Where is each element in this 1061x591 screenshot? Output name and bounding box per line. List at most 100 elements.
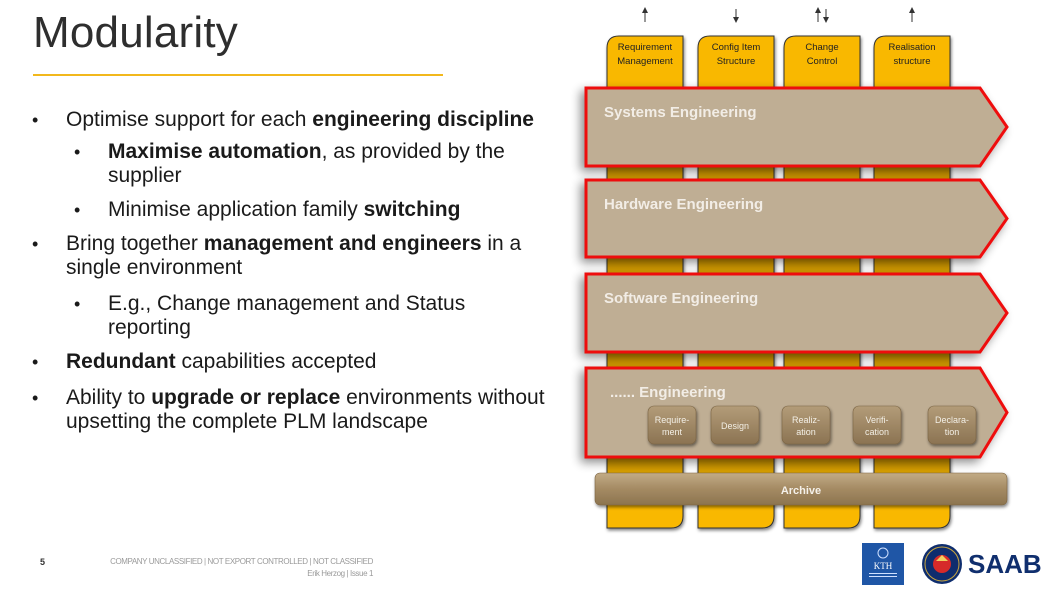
band-1: Systems Engineering — [584, 86, 1009, 168]
bullet-text: , as provided by the supplier — [108, 140, 505, 187]
band-label: ...... Engineering — [610, 384, 726, 401]
column-gap — [784, 457, 860, 473]
column-gap — [784, 257, 860, 274]
bullet-bold-text: Maximise automation — [108, 140, 322, 163]
band-3: Software Engineering — [584, 272, 1009, 354]
saab-wordmark: SAAB — [968, 549, 1042, 579]
column-label-line2: Management — [617, 56, 673, 67]
process-steps: Require-ment Design Realiz-ation Verifi-cat… — [647, 405, 977, 445]
bullet-dot: • — [74, 294, 81, 314]
archive-bar: Archive — [594, 472, 1008, 506]
bullet-text: Bring together — [66, 232, 204, 255]
column-gap — [874, 166, 950, 180]
step-label: Design — [721, 421, 749, 431]
bullet-list: • Optimise support for each engineering d… — [28, 108, 553, 446]
step-label-line1: Declara- — [935, 415, 969, 425]
bullet-item: • Bring together management and engineers… — [28, 232, 553, 280]
footer-author: Erik Herzog | Issue 1 — [307, 569, 373, 578]
step-1: Require-ment — [647, 405, 697, 445]
sub-bullet-item: • Maximise automation, as provided by the… — [28, 140, 553, 188]
bullet-dot: • — [74, 200, 81, 220]
bullet-text: Optimise support for each — [66, 108, 313, 131]
bullet-item: • Redundant capabilities accepted — [28, 350, 553, 374]
column-label-line1: Change — [805, 42, 838, 53]
bullet-item: • Optimise support for each engineering d… — [28, 108, 553, 132]
step-3: Realiz-ation — [781, 405, 831, 445]
logos: KTH SAAB — [862, 543, 1042, 585]
step-label-line1: Realiz- — [792, 415, 820, 425]
column-gap — [784, 166, 860, 180]
step-5: Declara-tion — [927, 405, 977, 445]
step-box — [710, 405, 760, 445]
bullet-bold-text: management and engineers — [203, 232, 482, 255]
step-box — [781, 405, 831, 445]
column-gap — [698, 457, 774, 473]
bullet-dot: • — [32, 110, 39, 130]
band-label: Systems Engineering — [604, 104, 757, 121]
column-gap — [607, 257, 683, 274]
title-underline — [33, 74, 443, 76]
bullet-text: Ability to — [66, 386, 152, 409]
sub-bullet-item: • E.g., Change management and Status repo… — [28, 292, 553, 340]
column-label-line2: Control — [807, 56, 838, 67]
band-label: Software Engineering — [604, 290, 758, 307]
bullet-bold-text: engineering discipline — [312, 108, 534, 131]
step-box — [852, 405, 902, 445]
column-gap — [698, 166, 774, 180]
column-label-line2: structure — [894, 56, 931, 67]
arrow-down-icon — [733, 9, 739, 23]
column-label-line2: Structure — [717, 56, 756, 67]
bullet-item: • Ability to upgrade or replace environme… — [28, 386, 553, 434]
column-gap — [874, 257, 950, 274]
column-gap — [874, 457, 950, 473]
column-gap — [607, 352, 683, 368]
step-label-line2: cation — [865, 427, 889, 437]
footer-classification: COMPANY UNCLASSIFIED | NOT EXPORT CONTRO… — [110, 557, 373, 566]
slide-title: Modularity — [33, 8, 238, 57]
step-box — [927, 405, 977, 445]
step-label-line1: Require- — [655, 415, 690, 425]
bullet-dot: • — [32, 388, 39, 408]
step-label-line2: ation — [796, 427, 816, 437]
band-arrow-shape — [584, 272, 1009, 354]
arrow-up-icon — [642, 7, 648, 22]
column-label-line1: Realisation — [889, 42, 936, 53]
bullet-dot: • — [32, 352, 39, 372]
step-4: Verifi-cation — [852, 405, 902, 445]
bidirectional-arrow-icon — [815, 7, 829, 23]
band-arrow-shape — [584, 178, 1009, 259]
bullet-bold-text: Redundant — [66, 350, 176, 373]
step-2: Design — [710, 405, 760, 445]
page-number: 5 — [40, 557, 46, 567]
bullet-text: environments without upsetting the compl… — [66, 386, 545, 433]
bullet-text: capabilities accepted — [175, 350, 377, 373]
bullet-bold-text: switching — [363, 198, 461, 221]
bullet-dot: • — [74, 142, 81, 162]
band-arrow-shape — [584, 86, 1009, 168]
kth-logo-text: KTH — [874, 561, 893, 571]
bullet-text: E.g., Change management and Status repor… — [108, 292, 466, 339]
sub-bullet-item: • Minimise application family switching — [28, 198, 553, 222]
bullet-text: Minimise application family — [108, 198, 364, 221]
column-gap — [874, 352, 950, 368]
bullet-text: in a single environment — [66, 232, 522, 279]
kth-logo: KTH — [862, 543, 904, 585]
saab-emblem — [922, 544, 962, 584]
bullet-bold-text: upgrade or replace — [151, 386, 341, 409]
arrow-up-icon — [909, 7, 915, 22]
footer-text: COMPANY UNCLASSIFIED | NOT EXPORT CONTRO… — [72, 556, 373, 580]
band-2: Hardware Engineering — [584, 178, 1009, 259]
column-label-line1: Config Item — [712, 42, 761, 53]
column-gap — [698, 352, 774, 368]
column-label-line1: Requirement — [618, 42, 673, 53]
archive-label: Archive — [781, 485, 821, 497]
column-gap — [607, 166, 683, 180]
step-label-line2: ment — [662, 427, 683, 437]
column-gap — [698, 257, 774, 274]
step-box — [647, 405, 697, 445]
bullet-dot: • — [32, 234, 39, 254]
column-gap — [784, 352, 860, 368]
step-label-line1: Verifi- — [865, 415, 888, 425]
archive-shape — [594, 472, 1008, 506]
